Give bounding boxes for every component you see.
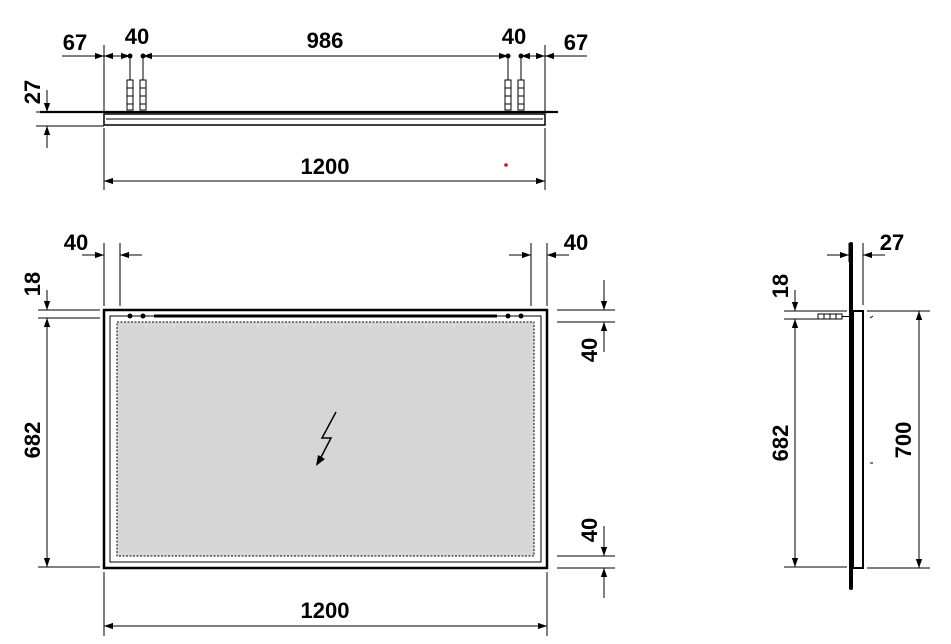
top-dim-right-edge: 67 bbox=[564, 30, 588, 55]
top-view: 67 40 986 40 67 27 1200 bbox=[20, 24, 588, 190]
side-frame bbox=[852, 310, 864, 569]
side-dim-height-total: 700 bbox=[891, 422, 916, 459]
front-dim-right-bottom: 40 bbox=[577, 518, 602, 542]
front-dim-left-inset: 40 bbox=[64, 230, 88, 255]
side-dim-top-offset: 18 bbox=[768, 274, 793, 298]
wall-anchor-left-2 bbox=[139, 58, 147, 111]
red-marker-dot bbox=[504, 163, 508, 167]
wall-anchor-right-1 bbox=[504, 58, 512, 111]
top-dim-right-offset: 40 bbox=[502, 24, 526, 49]
top-dim-width: 1200 bbox=[301, 154, 350, 179]
wall-anchor-left-1 bbox=[126, 58, 134, 111]
side-dim-height-mount: 682 bbox=[768, 425, 793, 462]
top-dim-spacing: 986 bbox=[307, 28, 344, 53]
front-dim-right-top: 40 bbox=[577, 338, 602, 362]
front-dim-top-offset: 18 bbox=[20, 272, 45, 296]
top-dim-thickness: 27 bbox=[20, 80, 45, 104]
side-wall-anchor bbox=[817, 313, 851, 320]
top-view-frame bbox=[103, 113, 546, 126]
front-view: 40 40 18 682 40 40 1200 bbox=[20, 230, 615, 636]
front-dim-height-mount: 682 bbox=[20, 422, 45, 459]
wall-anchor-right-2 bbox=[517, 58, 525, 111]
lightning-icon bbox=[316, 411, 337, 466]
front-dim-width: 1200 bbox=[301, 598, 350, 623]
side-dim-depth: 27 bbox=[880, 230, 904, 255]
top-dim-left-offset: 40 bbox=[125, 24, 149, 49]
side-view: 27 18 682 700 bbox=[768, 230, 930, 590]
front-dim-right-inset: 40 bbox=[564, 230, 588, 255]
top-dim-left-edge: 67 bbox=[63, 30, 87, 55]
